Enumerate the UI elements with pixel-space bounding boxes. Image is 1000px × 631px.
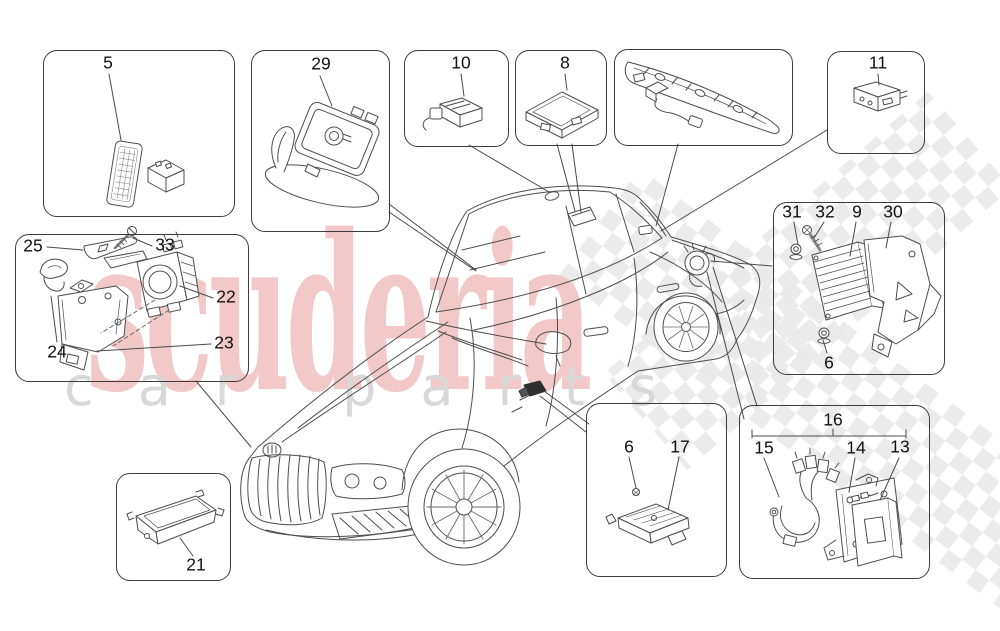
part-number-30: 30 xyxy=(883,201,903,222)
part-rearview-mirror-module xyxy=(264,102,380,208)
callout-box-small-module xyxy=(827,51,925,154)
door-box-label-lines xyxy=(628,456,680,511)
part-bolt-32 xyxy=(802,225,823,252)
callout-box-front-radar xyxy=(15,234,249,382)
roof-module xyxy=(567,206,597,227)
part-number-24: 24 xyxy=(47,341,67,362)
callout-box-rear-modules xyxy=(739,405,930,579)
part-connector-5 xyxy=(147,159,185,193)
right-box-label-lines xyxy=(793,221,892,354)
part-grommet-24 xyxy=(39,258,68,292)
part-number-14: 14 xyxy=(846,437,866,458)
part-number-16: 16 xyxy=(823,409,843,430)
car-illustration xyxy=(240,185,761,566)
part-number-11: 11 xyxy=(868,52,888,73)
part-bracket-30 xyxy=(863,235,942,358)
part-number-9: 9 xyxy=(852,201,862,222)
deck-sensor xyxy=(638,224,653,236)
part-number-10: 10 xyxy=(451,52,471,73)
part-number-32: 32 xyxy=(815,201,835,222)
part-number-5: 5 xyxy=(103,52,113,73)
part-number-6-rear: 6 xyxy=(824,352,834,373)
part-module-11 xyxy=(853,81,908,112)
leader-lines xyxy=(195,129,828,448)
brand-watermark: scuderia xyxy=(86,187,592,440)
part-screw-33 xyxy=(113,226,137,250)
part-shelf-camera xyxy=(632,72,703,129)
part-radar-sensor-22 xyxy=(136,231,200,318)
part-number-33: 33 xyxy=(155,234,175,255)
part-module-17 xyxy=(605,488,690,546)
callout-box-roof-sensor xyxy=(404,50,509,147)
part-number-8: 8 xyxy=(560,52,570,73)
part-number-17: 17 xyxy=(670,436,690,457)
part-harness-15 xyxy=(769,447,841,547)
part-number-29: 29 xyxy=(311,53,331,74)
rear-box-label-lines xyxy=(751,428,907,501)
part-ecu-13 xyxy=(851,491,903,567)
left-box-label-lines xyxy=(46,237,214,352)
part-bracket-23 xyxy=(57,279,129,371)
callout-box-door-module xyxy=(586,403,727,577)
part-number-15: 15 xyxy=(754,437,774,458)
part-number-23: 23 xyxy=(214,332,234,353)
fender-sensor xyxy=(683,242,715,287)
brand-tagline-watermark: car parts xyxy=(64,355,702,418)
part-module-21 xyxy=(126,489,225,545)
part-nut-31 xyxy=(789,243,803,260)
callout-box-rear-ecu xyxy=(773,202,945,375)
part-number-31: 31 xyxy=(782,201,802,222)
part-number-6-door: 6 xyxy=(624,436,634,457)
callout-box-shelf-panel xyxy=(614,49,793,146)
part-sensor-10 xyxy=(422,97,483,131)
part-nut-6-rear xyxy=(817,327,831,344)
callout-box-mirror-module xyxy=(251,50,390,232)
part-number-21: 21 xyxy=(186,554,206,575)
roof-sensor xyxy=(544,191,560,201)
callout-box-front-module xyxy=(116,473,231,581)
part-shelf-trim-panel xyxy=(624,61,780,134)
part-vent-grille xyxy=(106,140,143,208)
part-module-8 xyxy=(525,91,599,139)
callout-box-vent-grille xyxy=(43,50,235,217)
part-number-13: 13 xyxy=(890,436,910,457)
callout-box-roof-module xyxy=(515,50,607,146)
part-number-22: 22 xyxy=(216,286,236,307)
door-sensor xyxy=(518,380,547,398)
part-number-25: 25 xyxy=(23,235,43,256)
